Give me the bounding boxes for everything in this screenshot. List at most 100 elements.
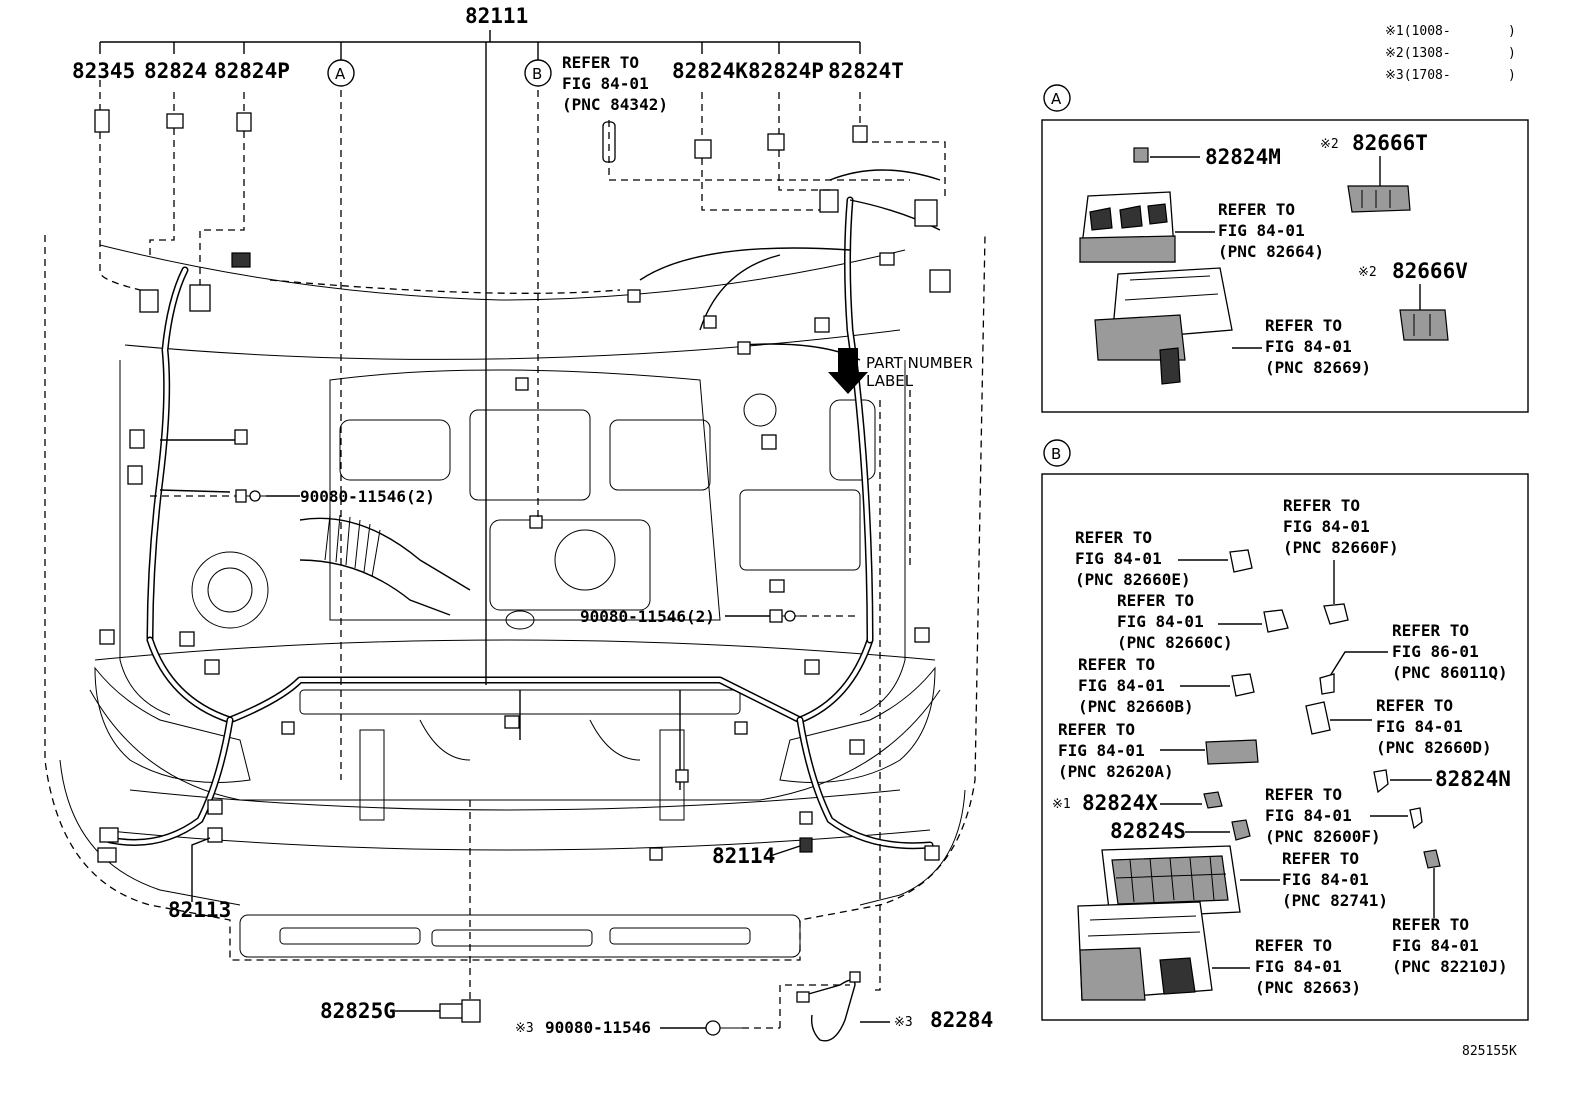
leader-lines [99,30,946,1029]
pnc-ref-text: (PNC 84342) [562,95,668,114]
connector-82824n-icon [1373,769,1389,794]
part-label-82111: 82111 [465,4,528,28]
note-mark-3-sensor: ※3 [894,1015,913,1030]
panel-b-82210j-refer: REFER TO [1392,915,1469,934]
panel-b-82210j-pnc: (PNC 82210J) [1392,957,1508,976]
illustration-id: 825155K [1462,1044,1517,1059]
part-label-82113: 82113 [168,898,231,922]
panel-b-82663-pnc: (PNC 82663) [1255,978,1361,997]
panel-a-ref2-pnc: (PNC 82669) [1265,358,1371,377]
junction-block-82663-icon [1077,901,1213,1001]
applicability-notes: ※1(1008- ) ※2(1308- ) ※3(1708- ) [1385,24,1516,83]
part-label-82824: 82824 [144,59,207,83]
callout-b-letter: B [532,65,542,83]
panel-b-82620a-fig: FIG 84-01 [1058,741,1145,760]
connector-82600f-icon [1409,807,1423,830]
detail-panel-b: B REFER TO FIG 84-01 (PNC 82660F) REFER … [1041,439,1529,1021]
part-label-82666t: 82666T [1352,131,1428,155]
note-1: ※1(1008- [1385,24,1451,39]
callout-b-circle: B [524,59,552,87]
note-1-close: ) [1508,24,1516,39]
connector-82824s-icon [1231,819,1251,841]
bolt-icon [769,609,800,623]
connector-82660e-icon [1229,549,1253,573]
part-label-82824n: 82824N [1435,767,1511,791]
panel-b-82663-fig: FIG 84-01 [1255,957,1342,976]
connector-82660f-icon [1323,603,1349,625]
panel-b-86011q-pnc: (PNC 86011Q) [1392,663,1508,682]
note-3: ※3(1708- [1385,68,1451,83]
engine-bay-illustration [44,234,986,961]
part-label-82824m: 82824M [1205,145,1281,169]
connector-82660d-icon [1305,701,1331,735]
part-label-82824k: 82824K [672,59,748,83]
panel-b-82210j-fig: FIG 84-01 [1392,936,1479,955]
bolt-icon [235,489,266,503]
bracket-82666t-icon [1347,185,1411,213]
note-3-close: ) [1508,68,1516,83]
panel-b-82741-refer: REFER TO [1282,849,1359,868]
label-text: LABEL [866,372,914,390]
panel-a-ref2-fig: FIG 84-01 [1265,337,1352,356]
panel-b-82660f-pnc: (PNC 82660F) [1283,538,1399,557]
bolt-label-upper: 90080-11546(2) [300,487,435,506]
panel-b-82741-pnc: (PNC 82741) [1282,891,1388,910]
part-label-82824p-left: 82824P [214,59,290,83]
panel-a-ref2-refer: REFER TO [1265,316,1342,335]
panel-b-82600f-refer: REFER TO [1265,785,1342,804]
panel-b-82600f-fig: FIG 84-01 [1265,806,1352,825]
panel-b-82620a-pnc: (PNC 82620A) [1058,762,1174,781]
note-mark-1: ※1 [1052,797,1071,812]
ground-connector-icon [439,999,481,1023]
fuse-block-82741-icon [1101,845,1241,919]
panel-b-title: B [1051,445,1061,463]
part-label-82825g: 82825G [320,999,396,1023]
panel-b-86011q-fig: FIG 86-01 [1392,642,1479,661]
fig-ref-text: FIG 84-01 [562,74,649,93]
part-label-82114: 82114 [712,844,775,868]
refer-to-text: REFER TO [562,53,639,72]
panel-b-82660b-pnc: (PNC 82660B) [1078,697,1194,716]
part-number-label-text: PART NUMBER [866,354,973,372]
relay-block-82664-icon [1079,191,1176,263]
part-label-82824s: 82824S [1110,819,1186,843]
part-label-82345: 82345 [72,59,135,83]
panel-b-82660d-fig: FIG 84-01 [1376,717,1463,736]
bolt-label-lower: 90080-11546(2) [580,607,715,626]
connector-82824m-icon [1133,147,1149,163]
callout-a-circle: A [327,59,355,87]
panel-b-82660e-pnc: (PNC 82660E) [1075,570,1191,589]
note-2: ※2(1308- [1385,46,1451,61]
panel-a-title: A [1051,90,1062,108]
connector-82824x-icon [1203,791,1223,809]
connector-82210j-icon [1423,849,1441,869]
part-label-82824t: 82824T [828,59,904,83]
panel-a-ref1-refer: REFER TO [1218,200,1295,219]
note-mark-2-t: ※2 [1320,137,1339,152]
part-label-82824p-right: 82824P [748,59,824,83]
junction-block-82669-icon [1094,267,1233,385]
note-mark-2-v: ※2 [1358,265,1377,280]
connector-82660c-icon [1263,609,1289,633]
bolt-icons [235,489,861,1042]
part-number-arrow-icon [828,348,868,394]
engine-wire-harness [106,169,941,850]
panel-b-82600f-pnc: (PNC 82600F) [1265,827,1381,846]
sensor-icon [796,971,861,1042]
panel-b-82660d-refer: REFER TO [1376,696,1453,715]
part-label-82666v: 82666V [1392,259,1468,283]
connector-82660b-icon [1231,673,1255,697]
panel-b-82660e-fig: FIG 84-01 [1075,549,1162,568]
note-2-close: ) [1508,46,1516,61]
harness-connectors [94,109,951,863]
bracket-82666v-icon [1399,309,1449,341]
panel-b-82660d-pnc: (PNC 82660D) [1376,738,1492,757]
note-mark-3-bolt: ※3 [515,1021,534,1036]
panel-b-82660b-refer: REFER TO [1078,655,1155,674]
panel-b-82660b-fig: FIG 84-01 [1078,676,1165,695]
detail-panel-a: A 82824M ※2 82666T REFER TO FIG 84-01 (P… [1041,84,1529,413]
connector-86011q-icon [1319,673,1335,695]
panel-b-82620a-refer: REFER TO [1058,720,1135,739]
panel-a-ref1-fig: FIG 84-01 [1218,221,1305,240]
panel-a-ref1-pnc: (PNC 82664) [1218,242,1324,261]
